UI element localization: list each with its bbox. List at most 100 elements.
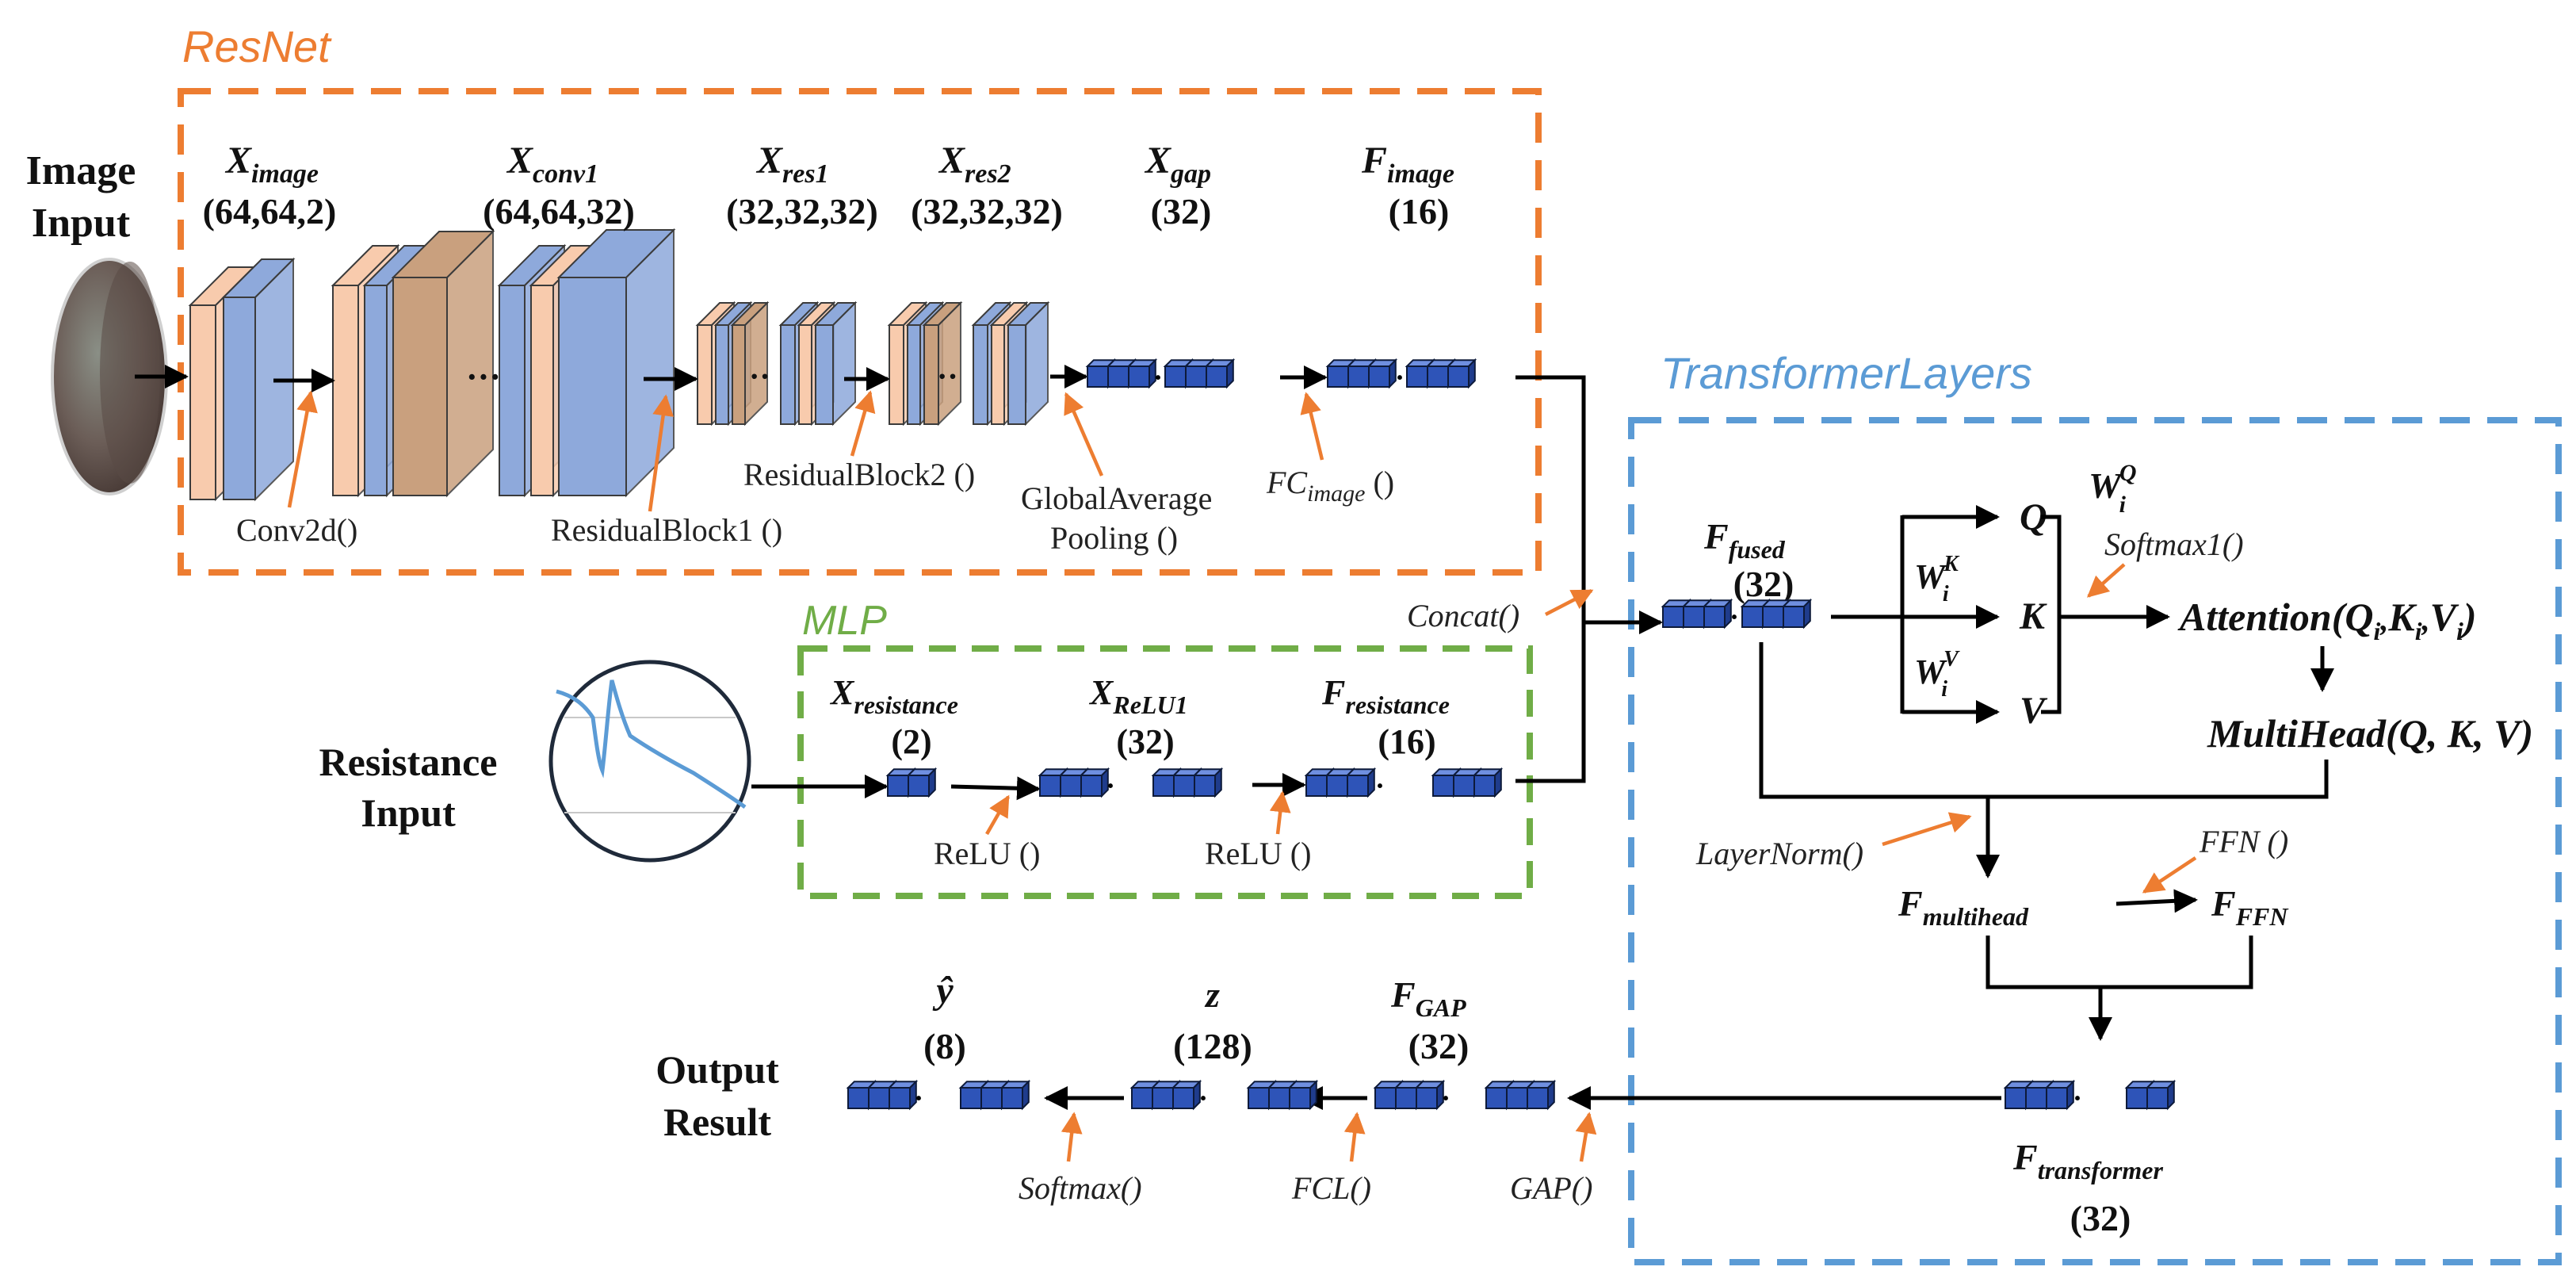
vector-fimage-dots: · — [1395, 362, 1405, 393]
tensor-label-x-res1: Xres1 (32,32,32) — [726, 140, 878, 232]
layer-slab — [1006, 300, 1050, 427]
resnet-title: ResNet — [182, 21, 332, 71]
vector-f-resistance-a — [1304, 767, 1377, 798]
layer-slab — [922, 300, 963, 427]
svg-text:Attention(Qi,Ki,Vi): Attention(Qi,Ki,Vi) — [2177, 595, 2477, 645]
vector-cell — [906, 767, 938, 798]
svg-text:(16): (16) — [1378, 722, 1435, 761]
tensor-label-f-image: Fimage (16) — [1361, 140, 1454, 232]
op-relu-a: ReLU () — [934, 836, 1040, 871]
vector-x-relu1-a — [1038, 767, 1110, 798]
svg-text:Fimage: Fimage — [1361, 140, 1454, 189]
mlp-box: MLP — [797, 598, 1533, 899]
tensor-label-y-hat: ŷ (8) — [923, 970, 966, 1066]
tensor-label-f-multihead: Fmultihead — [1898, 883, 2029, 931]
vector-cell — [1525, 1079, 1557, 1111]
vector-f-image-a — [1325, 358, 1398, 389]
svg-text:Xconv1: Xconv1 — [506, 140, 598, 189]
vector-cell — [1038, 767, 1069, 798]
vector-x-relu1-b — [1151, 767, 1224, 798]
vector-z-a — [1129, 1079, 1202, 1111]
svg-text:z: z — [1204, 974, 1220, 1015]
op-concat: Concat() — [1407, 598, 1519, 633]
svg-text:Xresistance: Xresistance — [829, 673, 958, 719]
op-residualblock1: ResidualBlock1 () — [551, 512, 782, 548]
svg-text:Fmultihead: Fmultihead — [1898, 883, 2029, 931]
vector-cell — [2145, 1079, 2177, 1111]
svg-text:(32): (32) — [2070, 1198, 2131, 1238]
vector-cell — [1781, 598, 1813, 630]
ellipsis-res2: ·· — [937, 358, 958, 394]
mlp-box-border — [797, 645, 1533, 899]
vector-z-b — [1246, 1079, 1319, 1111]
cnn-feature-maps — [188, 228, 1050, 502]
svg-text:XReLU1: XReLU1 — [1088, 673, 1188, 719]
vector-x-resistance — [885, 767, 938, 798]
vector-y-hat-a — [846, 1079, 919, 1111]
vector-y-hat-b — [958, 1079, 1031, 1111]
tensor-label-f-transformer: Ftransformer (32) — [2012, 1137, 2163, 1238]
vector-x-gap-b — [1163, 358, 1236, 389]
op-layernorm: LayerNorm() — [1695, 836, 1863, 871]
resistance-input-label-1: Resistance — [319, 740, 498, 784]
output-result-label-1: Output — [655, 1047, 779, 1092]
vector-f-gap-a — [1373, 1079, 1446, 1111]
op-conv2d: Conv2d() — [236, 512, 357, 548]
vector-cell — [1702, 598, 1733, 630]
image-input-label-1: Image — [26, 148, 136, 193]
svg-text:ŷ: ŷ — [932, 970, 954, 1012]
vector-f-image-b — [1405, 358, 1477, 389]
vector-cell — [1414, 1079, 1446, 1111]
vector-cell — [1171, 1079, 1202, 1111]
vector-cell — [1192, 767, 1224, 798]
vector-cell — [1366, 358, 1398, 389]
op-globalaverage-2: Pooling () — [1050, 520, 1178, 556]
vector-cell — [1126, 358, 1158, 389]
tensor-label-f-ffn: FFFN — [2211, 883, 2289, 931]
resnet-box: ResNet — [178, 21, 1542, 576]
svg-text:Ximage: Ximage — [224, 140, 319, 189]
svg-text:(64,64,32): (64,64,32) — [483, 191, 635, 232]
svg-text:Ftransformer: Ftransformer — [2012, 1137, 2163, 1184]
op-fc-image: FCimage () — [1266, 465, 1394, 507]
svg-text:(32): (32) — [1733, 564, 1794, 604]
svg-text:(32): (32) — [1151, 191, 1212, 232]
svg-text:Xres2: Xres2 — [938, 140, 1011, 189]
vector-f-fused-b — [1740, 598, 1813, 630]
svg-text:FFFN: FFFN — [2211, 883, 2289, 931]
tensor-label-f-fused: Ffused (32) — [1703, 516, 1794, 604]
output-result-label-2: Result — [663, 1100, 771, 1144]
svg-text:(16): (16) — [1389, 191, 1450, 232]
tensor-label-z: z (128) — [1173, 974, 1252, 1066]
vector-cell — [1472, 767, 1504, 798]
svg-text:Fresistance: Fresistance — [1321, 673, 1450, 719]
svg-text:(2): (2) — [891, 722, 931, 761]
layer-slab — [813, 300, 858, 427]
tensor-label-x-conv1: Xconv1 (64,64,32) — [483, 140, 635, 232]
tensor-label-x-image: Ximage (64,64,2) — [203, 140, 337, 232]
tensor-label-x-resistance: Xresistance (2) — [829, 673, 958, 761]
svg-text:(32,32,32): (32,32,32) — [911, 191, 1063, 232]
vector-z-dots: · — [1198, 1082, 1208, 1114]
resnet-box-border — [178, 88, 1542, 576]
transformer-box-border — [1628, 417, 2562, 1265]
svg-text:WKi: WKi — [1914, 552, 1960, 607]
layer-slab — [391, 229, 495, 498]
vector-cell — [1287, 1079, 1319, 1111]
op-gap: GAP() — [1510, 1170, 1592, 1206]
op-fcl: FCL() — [1291, 1170, 1371, 1206]
op-ffn: FFN () — [2199, 824, 2288, 859]
svg-text:(32): (32) — [1116, 722, 1174, 761]
op-softmax1: Softmax1() — [2104, 526, 2244, 562]
vector-cell — [1345, 767, 1377, 798]
vector-f-transformer-a — [2003, 1079, 2076, 1111]
op-residualblock2: ResidualBlock2 () — [743, 457, 975, 492]
vector-ftr-dots: · — [2073, 1082, 2082, 1114]
vector-cell — [1204, 358, 1236, 389]
svg-text:(64,64,2): (64,64,2) — [203, 191, 337, 232]
vector-f-transformer-b — [2124, 1079, 2177, 1111]
